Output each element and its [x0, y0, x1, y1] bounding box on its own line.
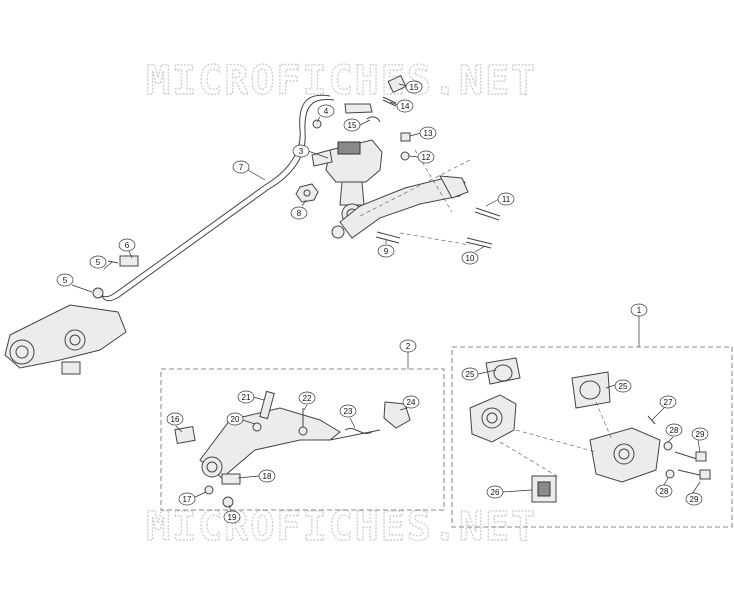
callout-5: 5	[89, 255, 107, 269]
callout-label: 5	[63, 276, 68, 285]
callout-29: 29	[685, 492, 703, 506]
callout-27: 27	[659, 395, 677, 409]
callout-label: 29	[690, 495, 699, 504]
callout-13: 13	[419, 126, 437, 140]
callout-label: 17	[183, 495, 192, 504]
callout-label: 27	[664, 398, 673, 407]
callout-16: 16	[166, 412, 184, 426]
callout-19: 19	[223, 510, 241, 524]
callout-25: 25	[461, 367, 479, 381]
leader-lines	[71, 83, 701, 513]
callout-label: 11	[502, 195, 511, 204]
watermark-text-top: MICROFICHES.NET	[146, 58, 537, 104]
callout-label: 6	[125, 241, 130, 250]
callout-label: 4	[324, 107, 329, 116]
callout-20: 20	[226, 412, 244, 426]
callout-14: 14	[396, 99, 414, 113]
callout-11: 11	[497, 192, 515, 206]
callout-25: 25	[614, 379, 632, 393]
callout-1: 1	[630, 303, 648, 317]
callout-label: 1	[637, 306, 642, 315]
callout-15: 15	[343, 118, 361, 132]
callout-label: 26	[491, 488, 500, 497]
connection-lines	[359, 149, 640, 479]
callout-3: 3	[292, 144, 310, 158]
brake-pedal-upper	[331, 175, 469, 239]
callout-17: 17	[178, 492, 196, 506]
callout-label: 2	[406, 342, 411, 351]
callout-26: 26	[486, 485, 504, 499]
callout-label: 5	[96, 258, 101, 267]
callout-label: 8	[297, 209, 302, 218]
callout-label: 15	[348, 121, 357, 130]
callout-6: 6	[118, 238, 136, 252]
watermark-top: MICROFICHES.NET	[145, 57, 537, 104]
callout-7: 7	[232, 160, 250, 174]
callout-label: 19	[228, 513, 237, 522]
callout-label: 22	[303, 394, 312, 403]
callout-label: 14	[401, 102, 410, 111]
brake-hose	[97, 94, 373, 302]
small-parts-top	[295, 74, 501, 249]
callout-29: 29	[691, 427, 709, 441]
rear-caliper-left	[4, 255, 139, 375]
callout-label: 28	[670, 426, 679, 435]
callout-28: 28	[665, 423, 683, 437]
assembly-box-1	[451, 346, 733, 528]
callout-28: 28	[655, 484, 673, 498]
callout-12: 12	[417, 150, 435, 164]
callout-22: 22	[298, 391, 316, 405]
callout-label: 25	[466, 370, 475, 379]
callout-label: 15	[410, 83, 419, 92]
callout-9: 9	[377, 244, 395, 258]
callout-5: 5	[56, 273, 74, 287]
callout-label: 9	[384, 247, 389, 256]
callout-10: 10	[461, 251, 479, 265]
brake-pedal-lower	[174, 390, 411, 508]
rear-caliper-right	[469, 357, 711, 503]
callout-label: 25	[619, 382, 628, 391]
callout-24: 24	[402, 395, 420, 409]
callout-2: 2	[399, 339, 417, 353]
callout-label: 23	[344, 407, 353, 416]
callout-label: 16	[171, 415, 180, 424]
callout-18: 18	[258, 469, 276, 483]
callout-label: 13	[424, 129, 433, 138]
callout-label: 20	[231, 415, 240, 424]
callout-15: 15	[405, 80, 423, 94]
callout-label: 29	[696, 430, 705, 439]
assembly-box-2	[160, 368, 445, 511]
callout-label: 28	[660, 487, 669, 496]
callout-label: 18	[263, 472, 272, 481]
callout-23: 23	[339, 404, 357, 418]
callout-4: 4	[317, 104, 335, 118]
callout-label: 3	[299, 147, 304, 156]
callout-label: 24	[407, 398, 416, 407]
callout-label: 7	[239, 163, 244, 172]
callout-label: 12	[422, 153, 431, 162]
callout-21: 21	[237, 390, 255, 404]
callout-label: 10	[466, 254, 475, 263]
callout-layer: 15 14 4 15 13 3 12 7 11 8 6 9 5 10 5 1 2…	[56, 80, 709, 524]
callout-label: 21	[242, 393, 251, 402]
callout-8: 8	[290, 206, 308, 220]
